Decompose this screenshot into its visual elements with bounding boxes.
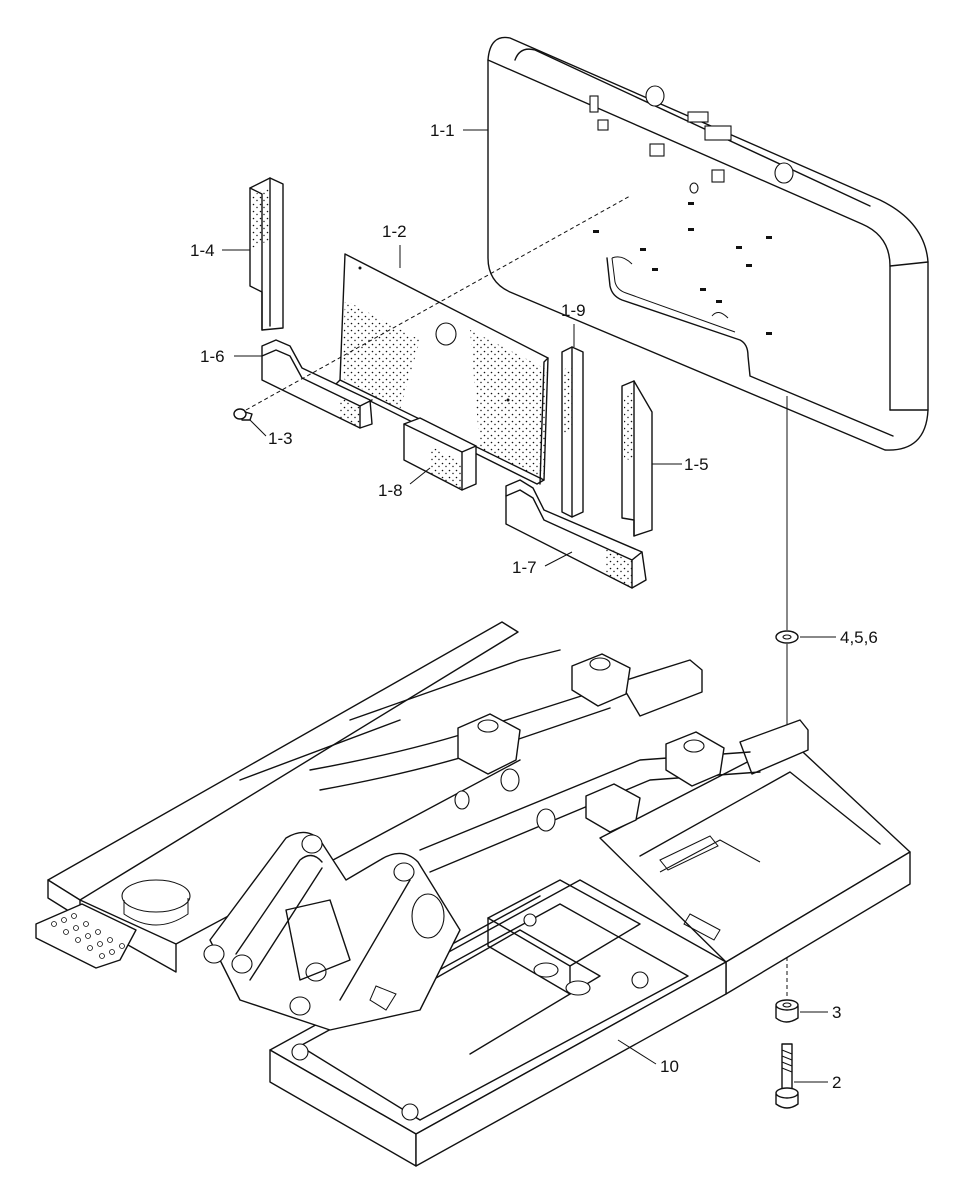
svg-text:10: 10	[660, 1057, 679, 1076]
plate-part	[335, 253, 549, 485]
svg-text:1-4: 1-4	[190, 241, 215, 260]
callout-1-3: 1-3	[249, 419, 293, 448]
svg-text:1-2: 1-2	[382, 222, 407, 241]
callout-3: 3	[800, 1003, 841, 1022]
washer-part	[775, 630, 799, 644]
svg-text:1-7: 1-7	[512, 558, 537, 577]
callout-1-7: 1-7	[512, 551, 573, 577]
svg-text:1-8: 1-8	[378, 481, 403, 500]
nut-part	[775, 999, 799, 1023]
bolt-part	[775, 1043, 799, 1109]
callout-2: 2	[794, 1073, 841, 1092]
counterweight-part	[487, 36, 929, 451]
callout-1-1: 1-1	[430, 121, 488, 140]
svg-text:1-1: 1-1	[430, 121, 455, 140]
block-part-1-6	[261, 339, 373, 429]
callout-1-2: 1-2	[382, 222, 407, 268]
svg-text:1-3: 1-3	[268, 429, 293, 448]
svg-text:3: 3	[832, 1003, 841, 1022]
callout-4-5-6: 4,5,6	[800, 628, 878, 647]
svg-text:1-5: 1-5	[684, 455, 709, 474]
callout-1-8: 1-8	[378, 467, 431, 500]
svg-text:1-9: 1-9	[561, 301, 586, 320]
axis-line	[245, 195, 631, 411]
callout-10: 10	[617, 1039, 679, 1076]
block-part-1-5	[621, 380, 653, 537]
svg-text:4,5,6: 4,5,6	[840, 628, 878, 647]
block-part-1-4	[249, 177, 284, 331]
svg-text:1-6: 1-6	[200, 347, 225, 366]
block-part-1-9	[561, 346, 584, 518]
pin-part	[233, 408, 253, 421]
block-part-1-7	[505, 479, 647, 589]
callout-1-5: 1-5	[652, 455, 709, 474]
svg-text:2: 2	[832, 1073, 841, 1092]
frame-part	[35, 621, 911, 1167]
callout-1-4: 1-4	[190, 241, 250, 260]
callout-1-9: 1-9	[561, 301, 586, 347]
callout-1-6: 1-6	[200, 347, 262, 366]
block-part-1-8	[403, 417, 477, 491]
